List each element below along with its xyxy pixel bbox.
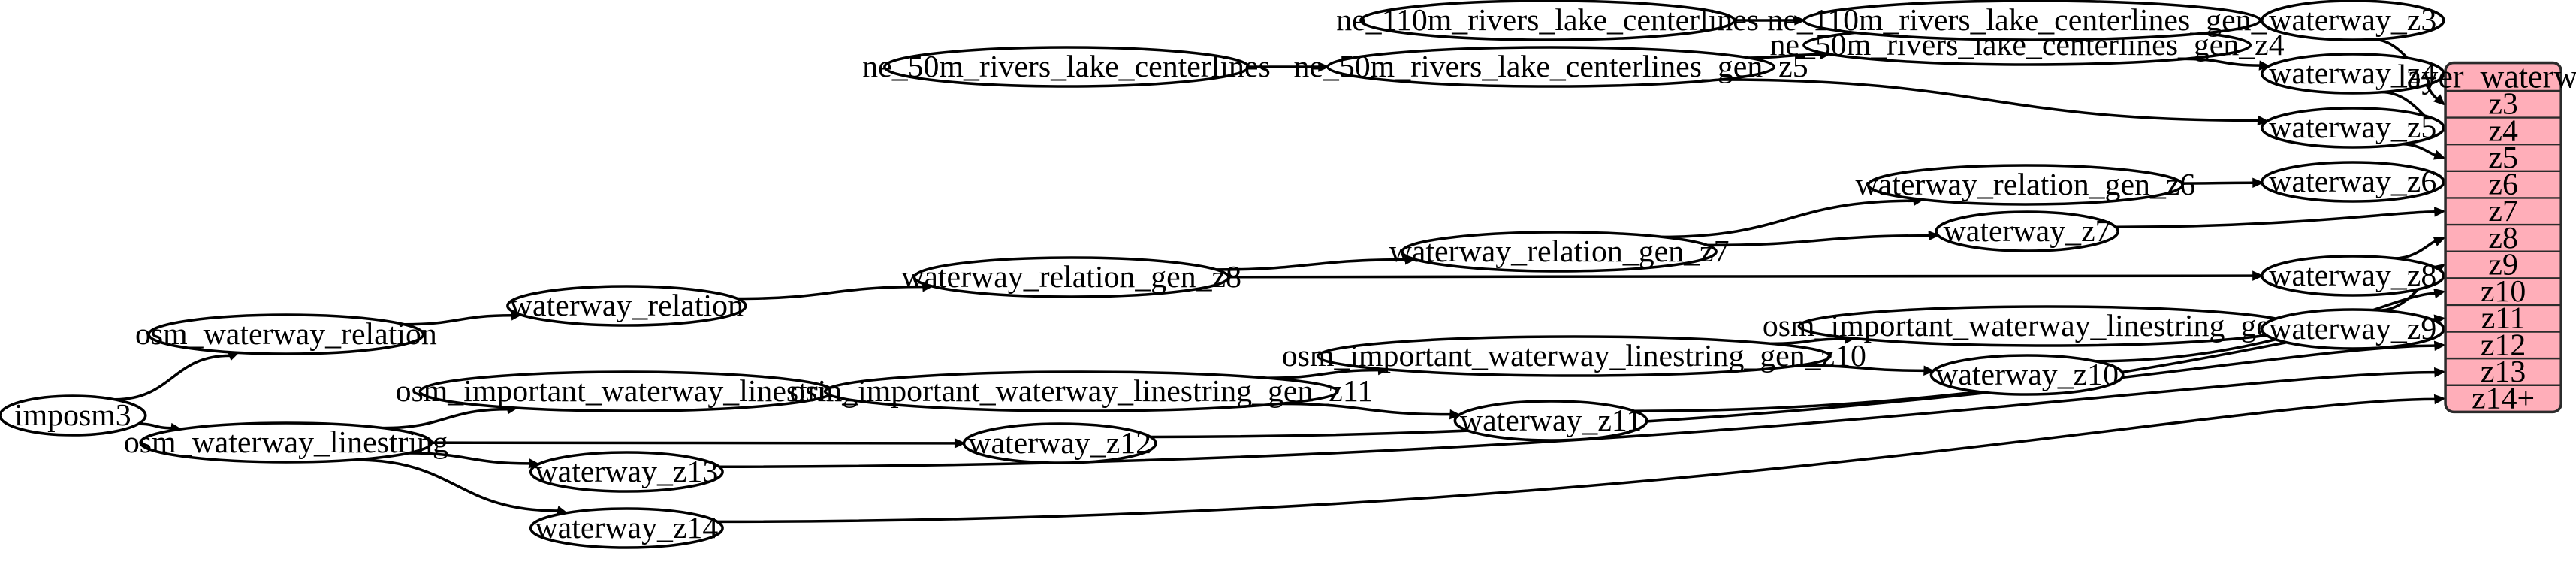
node-shape bbox=[506, 285, 747, 327]
edge-waterway_z5-to-layer_waterway-z5 bbox=[2402, 143, 2436, 157]
node-shape bbox=[823, 370, 1339, 412]
edge-osm_waterway_linestring-to-waterway_z14 bbox=[354, 458, 558, 512]
edges-layer bbox=[114, 15, 2446, 524]
edge-osm_important_waterway_linestring_gen_z10-to-waterway_z10 bbox=[1799, 364, 1925, 373]
node-shape bbox=[529, 451, 724, 493]
node-shape bbox=[883, 46, 1250, 88]
arrowhead-waterway_z6 bbox=[2252, 177, 2264, 188]
edge-waterway_z14-to-layer_waterway-z14plus bbox=[716, 397, 2436, 524]
node-shape bbox=[912, 256, 1230, 298]
arrowhead-waterway_z12 bbox=[954, 438, 967, 449]
edge-waterway_z8-to-layer_waterway-z8 bbox=[2394, 240, 2436, 260]
node-shape bbox=[962, 422, 1157, 464]
node-ne_50m_rivers_lake_centerlines[interactable]: ne_50m_rivers_lake_centerlines bbox=[862, 46, 1271, 88]
node-waterway_z13[interactable]: waterway_z13 bbox=[529, 451, 724, 493]
arrowhead-ne_110m_rivers_lake_centerlines_gen_z3 bbox=[1794, 15, 1806, 26]
arrowhead-layer_waterway-z10 bbox=[2433, 288, 2446, 299]
edge-waterway_relation_gen_z7-to-waterway_z7 bbox=[1707, 234, 1929, 247]
arrowhead-layer_waterway-z3 bbox=[2433, 94, 2445, 106]
nodes-layer: imposm3osm_waterway_relationosm_waterway… bbox=[0, 0, 2445, 549]
arrowhead-waterway_z7 bbox=[1928, 230, 1941, 241]
node-waterway_z14[interactable]: waterway_z14 bbox=[529, 507, 724, 549]
node-waterway_z7[interactable]: waterway_z7 bbox=[1935, 210, 2119, 252]
node-shape bbox=[147, 313, 425, 355]
edge-imposm3-to-osm_waterway_linestring bbox=[138, 422, 172, 430]
node-waterway_relation_gen_z8[interactable]: waterway_relation_gen_z8 bbox=[901, 256, 1241, 298]
edge-osm_waterway_linestring-to-osm_important_waterway_linestring bbox=[383, 407, 508, 430]
edge-waterway_z7-to-layer_waterway-z7 bbox=[2116, 210, 2436, 229]
node-shape bbox=[1453, 400, 1648, 442]
node-waterway_z9[interactable]: waterway_z9 bbox=[2260, 308, 2445, 350]
edge-waterway_relation_gen_z8-to-waterway_relation_gen_z7 bbox=[1216, 258, 1406, 271]
node-waterway_relation_gen_z6[interactable]: waterway_relation_gen_z6 bbox=[1855, 164, 2195, 206]
edge-ne_50m_rivers_lake_centerlines_gen_z4-to-waterway_z4 bbox=[2185, 57, 2261, 67]
node-shape bbox=[1359, 0, 1736, 41]
node-shape bbox=[1401, 231, 1718, 273]
arrowhead-waterway_z11 bbox=[1449, 409, 1461, 420]
node-shape bbox=[2260, 0, 2445, 41]
node-ne_110m_rivers_lake_centerlines[interactable]: ne_110m_rivers_lake_centerlines bbox=[1336, 0, 1759, 41]
layer-waterway-table-body bbox=[2444, 61, 2562, 414]
edge-osm_important_waterway_linestring_gen_z11-to-osm_important_waterway_linestring_gen_z10 bbox=[1268, 368, 1379, 379]
edge-ne_50m_rivers_lake_centerlines_gen_z5-to-waterway_z5 bbox=[1719, 78, 2259, 122]
node-waterway_z12[interactable]: waterway_z12 bbox=[962, 422, 1157, 464]
node-shape bbox=[2260, 53, 2445, 95]
node-shape bbox=[1316, 335, 1832, 377]
node-waterway_z11[interactable]: waterway_z11 bbox=[1453, 400, 1648, 442]
node-waterway_relation_gen_z7[interactable]: waterway_relation_gen_z7 bbox=[1389, 231, 1730, 273]
node-shape bbox=[139, 421, 433, 464]
edge-ne_50m_rivers_lake_centerlines_gen_z5-to-ne_50m_rivers_lake_centerlines_gen_z4 bbox=[1748, 53, 1821, 59]
node-shape bbox=[1929, 354, 2125, 396]
node-shape bbox=[0, 394, 147, 437]
arrowhead-layer_waterway-z14plus bbox=[2433, 394, 2446, 405]
node-shape bbox=[1802, 0, 2262, 41]
arrowhead-layer_waterway-z8 bbox=[2433, 237, 2446, 246]
node-waterway_z8[interactable]: waterway_z8 bbox=[2260, 255, 2445, 297]
edge-osm_waterway_relation-to-waterway_relation bbox=[404, 314, 512, 326]
edge-waterway_z13-to-layer_waterway-z13 bbox=[719, 370, 2436, 468]
node-shape bbox=[2260, 161, 2445, 203]
arrowhead-waterway_z10 bbox=[1923, 365, 1935, 376]
node-imposm3[interactable]: imposm3 bbox=[0, 394, 147, 437]
edge-waterway_relation_gen_z8-to-waterway_z8 bbox=[1228, 274, 2254, 279]
node-waterway_z10[interactable]: waterway_z10 bbox=[1929, 354, 2125, 396]
edge-osm_important_waterway_linestring_gen_z11-to-waterway_z11 bbox=[1279, 402, 1451, 416]
edge-waterway_relation-to-waterway_relation_gen_z8 bbox=[738, 285, 924, 301]
node-waterway_z3[interactable]: waterway_z3 bbox=[2260, 0, 2445, 41]
node-shape bbox=[1797, 305, 2297, 347]
node-shape bbox=[1326, 46, 1776, 88]
edge-osm_waterway_linestring-to-waterway_z13 bbox=[408, 452, 530, 465]
node-osm_waterway_relation[interactable]: osm_waterway_relation bbox=[135, 313, 437, 355]
node-shape bbox=[1866, 164, 2184, 206]
edge-waterway_relation_gen_z7-to-waterway_relation_gen_z6 bbox=[1662, 199, 1914, 239]
node-waterway_z5[interactable]: waterway_z5 bbox=[2260, 107, 2445, 149]
arrowhead-layer_waterway-z13 bbox=[2433, 367, 2446, 378]
layer-waterway-table: layer_waterwayz3z4z5z6z7z8z9z10z11z12z13… bbox=[2398, 59, 2576, 416]
node-shape bbox=[418, 370, 835, 412]
node-shape bbox=[2260, 255, 2445, 297]
node-waterway_z4[interactable]: waterway_z4 bbox=[2260, 53, 2445, 95]
node-shape bbox=[529, 507, 724, 549]
node-shape bbox=[2260, 308, 2445, 350]
arrowhead-layer_waterway-z5 bbox=[2433, 150, 2446, 160]
edge-imposm3-to-osm_waterway_relation bbox=[114, 354, 231, 401]
node-osm_important_waterway_linestring[interactable]: osm_important_waterway_linestring bbox=[396, 370, 858, 412]
arrowhead-waterway_z8 bbox=[2252, 270, 2264, 281]
arrowhead-waterway_z5 bbox=[2257, 115, 2270, 126]
node-shape bbox=[1935, 210, 2119, 252]
node-waterway_z6[interactable]: waterway_z6 bbox=[2260, 161, 2445, 203]
arrowhead-layer_waterway-z12 bbox=[2433, 340, 2446, 351]
node-shape bbox=[2260, 107, 2445, 149]
edge-osm_important_waterway_linestring_gen_z10-to-osm_important_waterway_linestring_gen_z9 bbox=[1770, 337, 1846, 346]
arrowhead-ne_50m_rivers_lake_centerlines_gen_z5 bbox=[1318, 62, 1330, 72]
arrowhead-layer_waterway-z7 bbox=[2434, 207, 2446, 217]
node-waterway_relation[interactable]: waterway_relation bbox=[506, 285, 747, 327]
